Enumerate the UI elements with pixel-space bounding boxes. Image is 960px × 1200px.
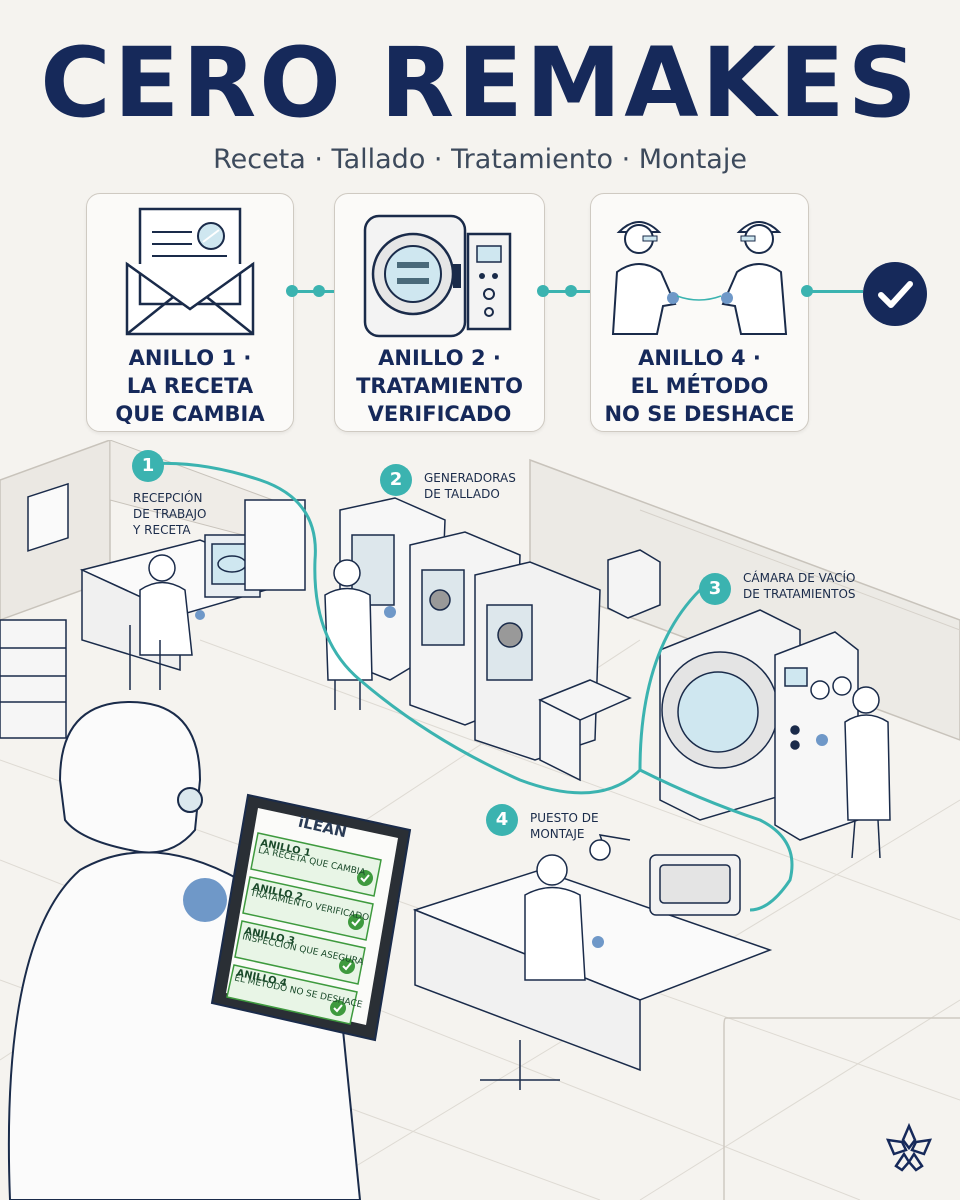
ring-card-1-label: ANILLO 1 · LA RECETA QUE CAMBIA <box>115 346 265 426</box>
tray-cart <box>538 679 632 782</box>
ring-card-3-label: ANILLO 4 · EL MÉTODO NO SE DESHACE <box>604 346 795 426</box>
step-1-number: 1 <box>132 450 164 482</box>
step-1-label: RECEPCIÓN DE TRABAJO Y RECETA <box>133 491 207 537</box>
montaje-desk <box>412 834 773 1072</box>
connector-dot <box>801 285 813 297</box>
worker-tratamiento <box>816 686 891 859</box>
flower-logo-icon <box>885 1122 933 1172</box>
step-4-label: PUESTO DE MONTAJE <box>530 811 599 841</box>
worker-reception <box>129 554 205 690</box>
step-4-number: 4 <box>486 804 518 836</box>
ring-card-2: ANILLO 2 · TRATAMIENTO VERIFICADO <box>334 193 545 432</box>
step-3-label: CÁMARA DE VACÍO DE TRATAMIENTOS <box>743 571 856 601</box>
connector-dot <box>286 285 298 297</box>
connector-dot <box>537 285 549 297</box>
worker-tallado <box>324 559 396 710</box>
worker-montaje <box>480 854 604 1090</box>
step-3-number: 3 <box>699 573 731 605</box>
ring-card-1: ANILLO 1 · LA RECETA QUE CAMBIA <box>86 193 294 432</box>
ring-card-3: ANILLO 4 · EL MÉTODO NO SE DESHACE <box>590 193 809 432</box>
vacuum-chamber <box>659 609 859 841</box>
step-2-label: GENERADORAS DE TALLADO <box>424 471 516 501</box>
step-2-number: 2 <box>380 464 412 496</box>
ring-card-2-label: ANILLO 2 · TRATAMIENTO VERIFICADO <box>356 346 523 426</box>
connector-3-check <box>807 290 863 293</box>
process-path <box>147 461 794 912</box>
envelope-prescription-icon <box>125 207 255 336</box>
shelf-rack <box>0 619 67 739</box>
tablet-rows <box>226 832 382 1025</box>
check-icon <box>878 281 913 308</box>
vacuum-chamber-icon <box>363 214 512 338</box>
connector-dot <box>565 285 577 297</box>
page-title: CERO REMAKES <box>40 27 920 139</box>
technicians-handoff-icon <box>611 221 788 335</box>
connector-dot <box>313 285 325 297</box>
factory-scene <box>0 440 960 1200</box>
tablet-check-icons <box>330 870 373 1016</box>
final-check <box>863 262 927 326</box>
page-subtitle: Receta · Tallado · Tratamiento · Montaje <box>213 144 747 175</box>
